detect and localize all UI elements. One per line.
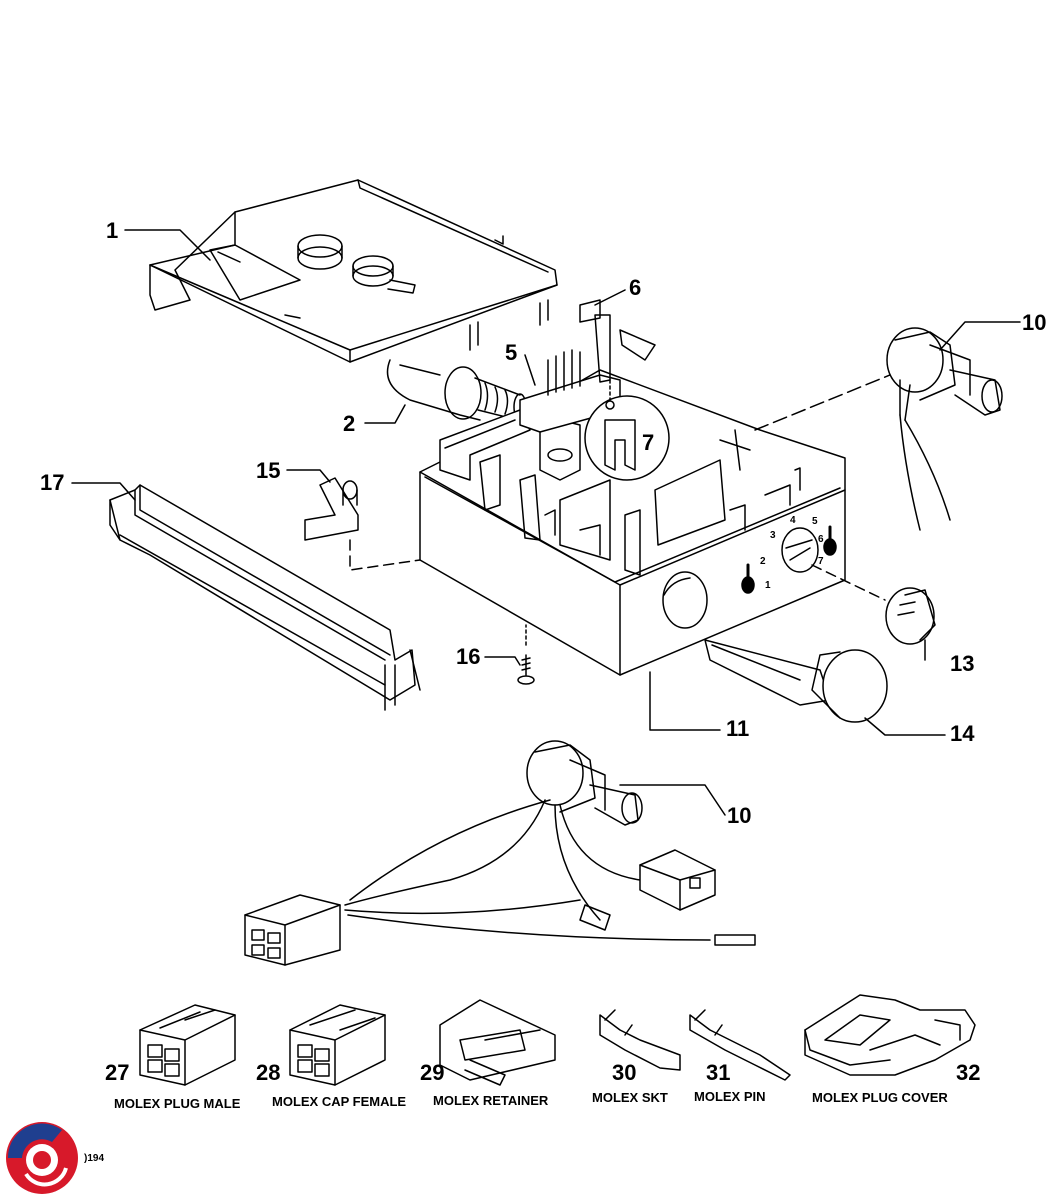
molex-plug-cover-part: [804, 994, 976, 1076]
caption-molex-cap-female: MOLEX CAP FEMALE: [272, 1094, 407, 1109]
dial-number-2: 2: [760, 556, 766, 567]
callout-1: 1: [106, 218, 119, 243]
dial-number-6: 6: [818, 534, 824, 545]
bracket-part: [304, 477, 421, 571]
caption-molex-plug-male: MOLEX PLUG MALE: [114, 1096, 241, 1111]
callout-6: 6: [629, 275, 642, 300]
dial-number-5: 5: [812, 516, 818, 527]
callout-29: 29: [420, 1060, 445, 1085]
top-cover-part: [149, 179, 558, 363]
molex-plug-male-part: [139, 1004, 236, 1086]
callout-10-top: 10: [1022, 310, 1047, 335]
callout-10-bottom: 10: [727, 803, 752, 828]
callout-14: 14: [950, 721, 975, 746]
molex-cap-female-part: [289, 1004, 386, 1086]
callout-17: 17: [40, 470, 65, 495]
potentiometer-harness-part: [244, 740, 756, 966]
molex-retainer-part: [439, 999, 556, 1086]
callout-5: 5: [505, 340, 518, 365]
callout-30: 30: [612, 1060, 637, 1085]
caption-molex-retainer: MOLEX RETAINER: [433, 1093, 549, 1108]
callout-31: 31: [706, 1060, 731, 1085]
dial-number-7: 7: [818, 556, 824, 567]
caption-molex-plug-cover: MOLEX PLUG COVER: [812, 1090, 948, 1105]
potentiometer-top-part: [754, 327, 1003, 531]
bulb-part: [386, 359, 527, 421]
callout-32: 32: [956, 1060, 981, 1085]
callout-27: 27: [105, 1060, 130, 1085]
cap-part: [704, 639, 888, 723]
screw-part: [517, 624, 535, 685]
callout-28: 28: [256, 1060, 281, 1085]
dial-number-4: 4: [790, 515, 796, 526]
knob-part: [811, 564, 936, 645]
molex-skt-part: [599, 1009, 681, 1071]
callout-15: 15: [256, 458, 281, 483]
molex-pin-part: [689, 1009, 791, 1081]
callout-13: 13: [950, 651, 975, 676]
caption-molex-pin: MOLEX PIN: [694, 1089, 766, 1104]
leader-lines: [71, 229, 1021, 816]
callout-2: 2: [343, 411, 356, 436]
caption-molex-skt: MOLEX SKT: [592, 1090, 668, 1105]
clip-part: [579, 299, 656, 383]
dial-number-1: 1: [765, 580, 771, 591]
callout-7: 7: [642, 430, 655, 455]
drawing-code: )194: [84, 1153, 105, 1164]
callout-11: 11: [726, 716, 750, 741]
rail-part: [109, 484, 421, 711]
brand-logo-icon: [2, 1118, 82, 1198]
dial-number-3: 3: [770, 530, 776, 541]
detail-circle-part: [584, 379, 670, 481]
callout-16: 16: [456, 644, 481, 669]
